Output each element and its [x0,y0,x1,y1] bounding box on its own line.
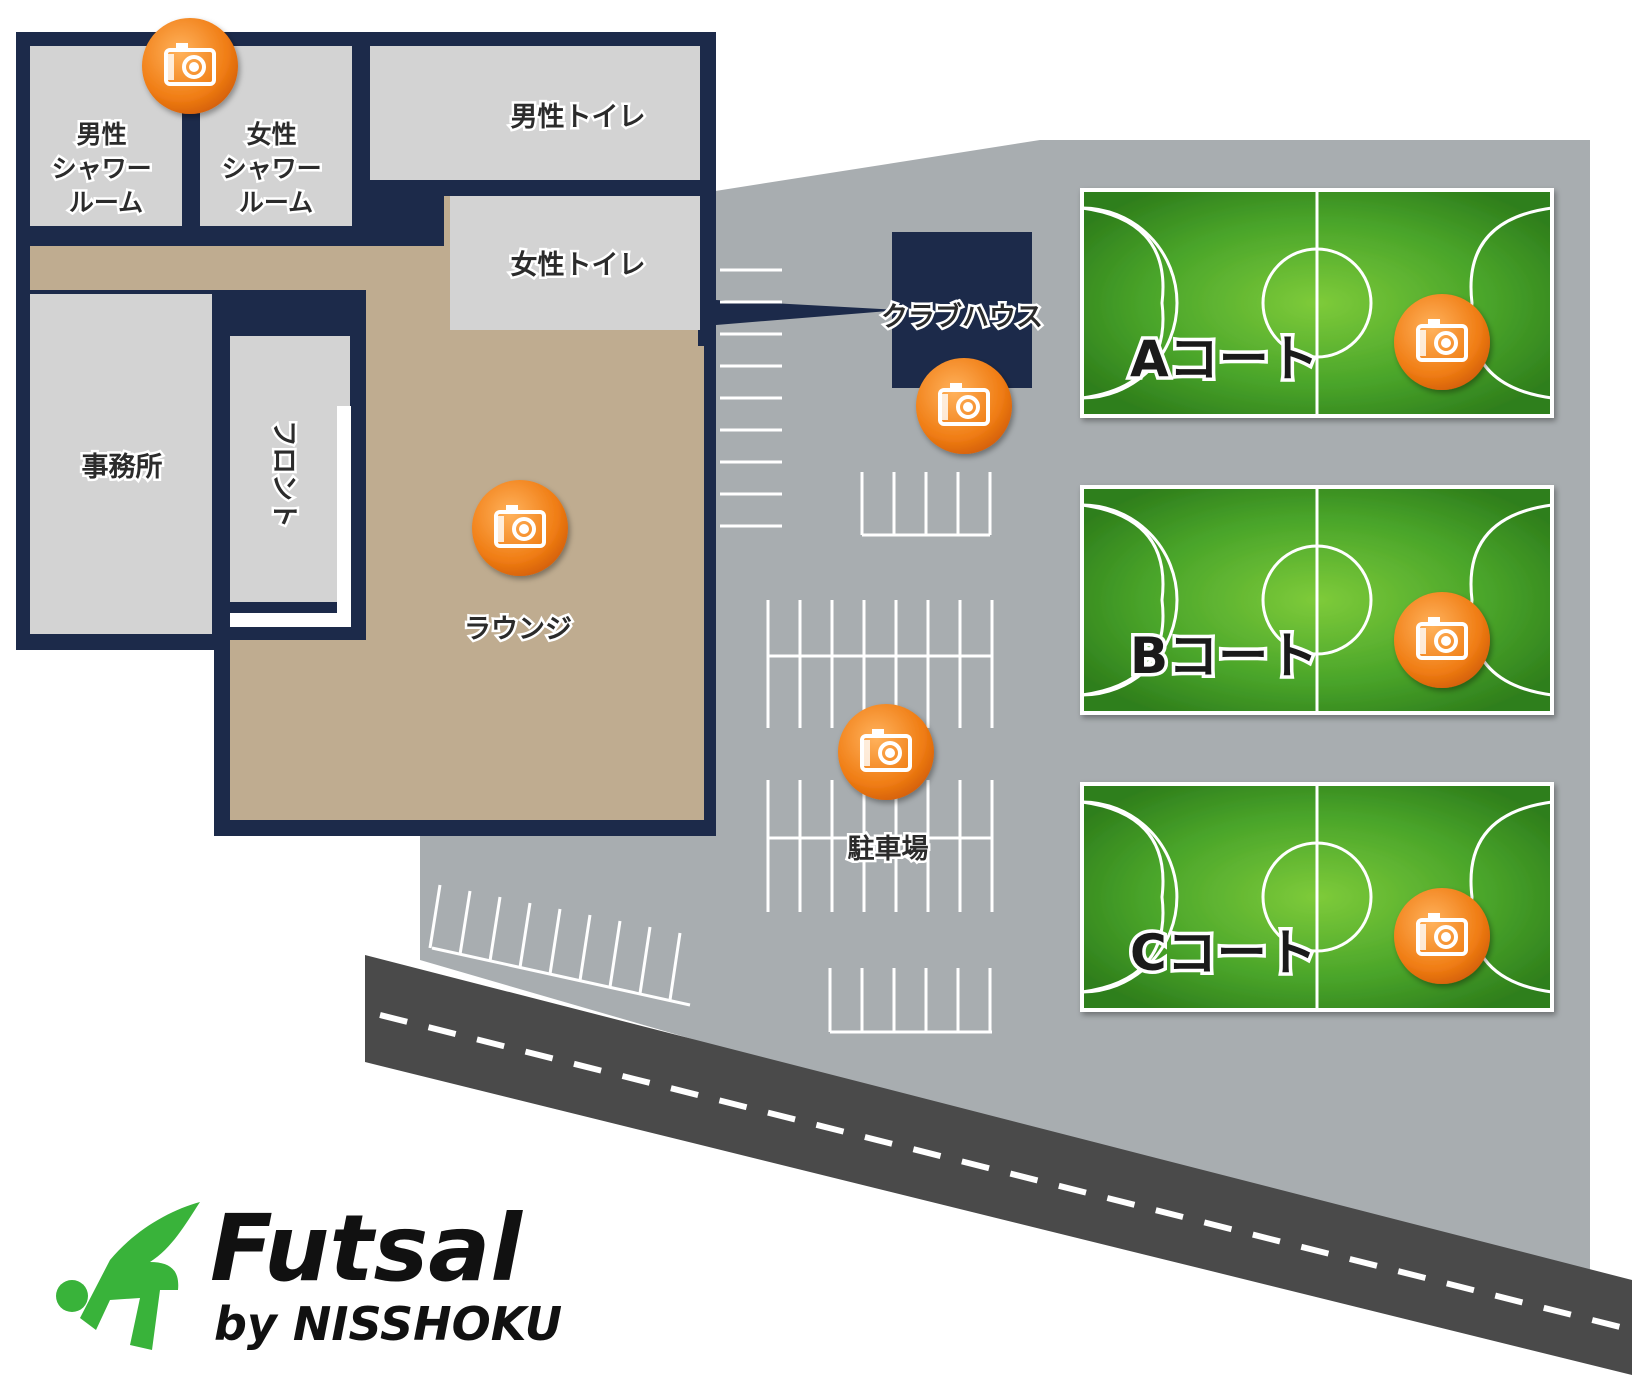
court-label: Aコート [1130,330,1319,388]
court-lines [1081,487,1553,713]
logo-title: Futsal [210,1195,523,1302]
camera-icon-court-b[interactable] [1392,590,1492,690]
camera-icon-court-a[interactable] [1392,292,1492,392]
courts: Aコート Bコート Cコート [1080,188,1554,1012]
male-shower-label: 男性 シャワー ルーム [52,120,161,217]
lounge-floor-left [30,246,366,276]
court-b[interactable]: Bコート [1080,485,1554,715]
court-lines [1081,190,1553,416]
court-label: Bコート [1130,627,1318,685]
camera-icon-parking[interactable] [836,702,936,802]
female-toilet-label: 女性トイレ [511,249,646,281]
labels: 男性 シャワー ルーム 女性 シャワー ルーム 男性トイレ 女性トイレ 事務所 … [49,100,1045,868]
female-shower-label: 女性 シャワー ルーム [222,120,331,217]
parking-lines [428,268,994,1034]
office-room [30,294,212,634]
clubhouse-label: クラブハウス [881,301,1043,333]
logo: Futsal by NISSHOKU [56,1195,562,1351]
camera-icon-clubhouse[interactable] [914,356,1014,456]
court-a[interactable]: Aコート [1080,188,1554,418]
court-lines [1081,784,1553,1010]
court-c[interactable]: Cコート [1080,782,1554,1012]
logo-runner-mark [56,1202,200,1350]
road [365,955,1632,1375]
parking-label: 駐車場 [848,834,929,865]
camera-icon-lounge[interactable] [470,478,570,578]
lounge-label: ラウンジ [464,614,572,645]
lounge-floor [30,196,704,820]
male-toilet-label: 男性トイレ [511,102,646,133]
logo-subtitle: by NISSHOKU [214,1297,562,1351]
office-label: 事務所 [82,452,163,483]
clubhouse-connector [716,300,900,325]
front-counter [230,406,351,627]
camera-icon-court-c[interactable] [1392,886,1492,986]
female-toilet-room [450,196,700,330]
front-label: フロント [268,420,299,528]
front-desk [230,336,350,602]
camera-icon-shower[interactable] [140,16,240,116]
male-toilet-room [370,46,700,180]
court-label: Cコート [1130,924,1317,982]
club-building [16,32,716,836]
